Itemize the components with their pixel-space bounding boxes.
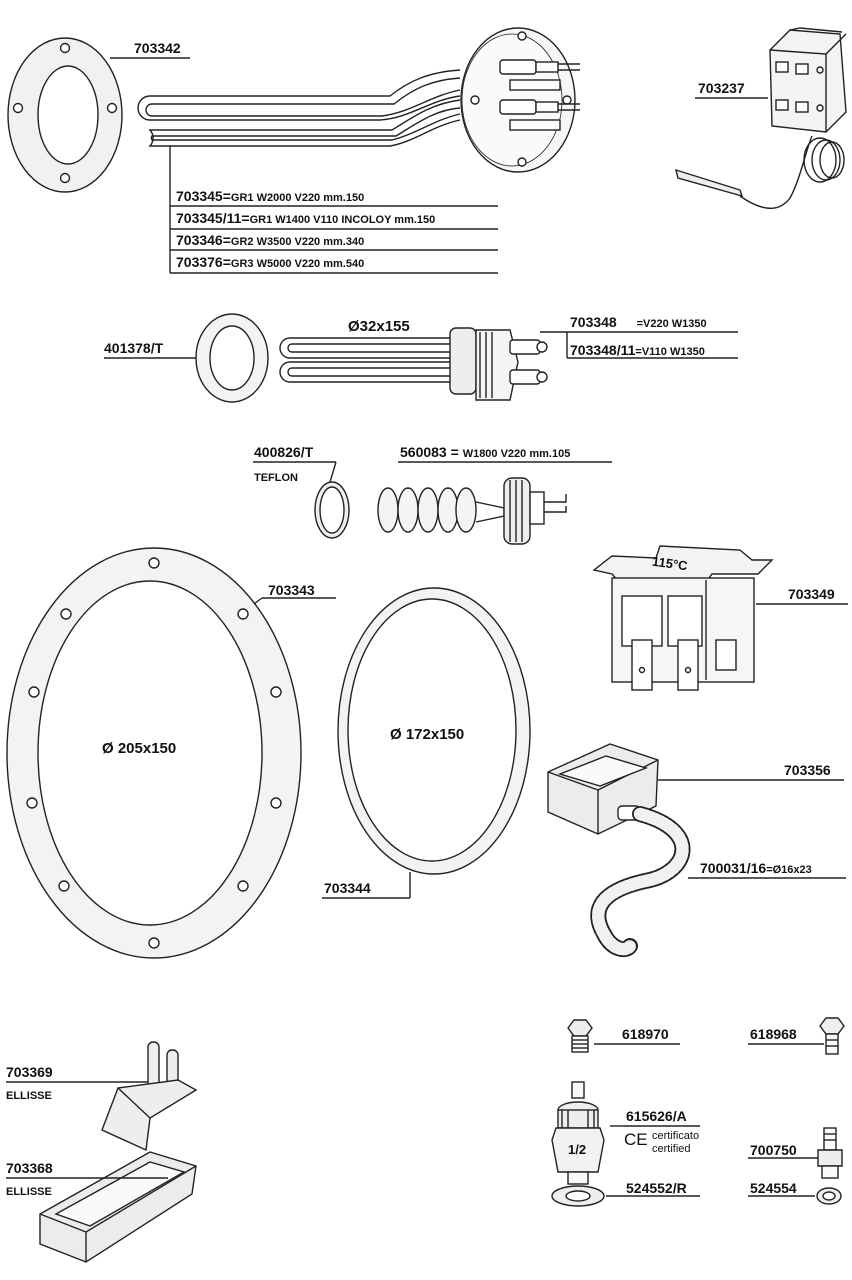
gasket-401378	[195, 313, 269, 403]
ce-mark: CE	[624, 1130, 648, 1149]
gasket-703343	[6, 547, 302, 959]
code-560083: 560083 =	[400, 444, 459, 460]
label-703369: 703369	[6, 1064, 53, 1080]
label-certified: certified	[652, 1143, 691, 1155]
label-703342: 703342	[134, 40, 181, 56]
fitting-700750	[817, 1127, 843, 1179]
hose-700031	[590, 806, 691, 958]
thermostat-703237	[675, 27, 847, 209]
washer-524554	[816, 1187, 842, 1205]
spec-text-3: GR2 W3500 V220 mm.340	[230, 236, 365, 248]
label-703356: 703356	[784, 762, 831, 778]
label-certificato: certificato	[652, 1130, 700, 1142]
label-703237: 703237	[698, 80, 745, 96]
label-ellisse-2: ELLISSE	[6, 1186, 52, 1198]
fitting-618968	[819, 1017, 845, 1055]
valve-615626	[551, 1081, 605, 1185]
label-703344: 703344	[324, 880, 371, 896]
washer-524552	[551, 1185, 605, 1207]
fitting-618970	[567, 1019, 593, 1053]
label-400826: 400826/T	[254, 444, 314, 460]
spec-row-2: 703345/11=GR1 W1400 V110 INCOLOY mm.150	[176, 210, 435, 228]
label-703348: 703348 =V220 W1350	[570, 314, 707, 332]
spec-row-4: 703376=GR3 W5000 V220 mm.540	[176, 254, 364, 272]
label-703368: 703368	[6, 1160, 53, 1176]
spec-700031: =Ø16x23	[766, 864, 812, 876]
label-615626: 615626/A	[626, 1108, 687, 1124]
spec-560083: W1800 V220 mm.105	[462, 448, 571, 460]
safety-thermostat-703349	[592, 545, 774, 691]
label-618970: 618970	[622, 1026, 669, 1042]
dim-172x150: Ø 172x150	[390, 726, 465, 743]
code-703348: 703348	[570, 314, 617, 330]
label-703343: 703343	[268, 582, 315, 598]
label-half-inch: 1/2	[568, 1142, 587, 1157]
tray-703368	[39, 1151, 197, 1263]
spec-code-3: 703346=	[176, 232, 231, 248]
spec-703348: =V220 W1350	[636, 318, 707, 330]
dim-205x150: Ø 205x150	[102, 740, 177, 757]
label-ellisse-1: ELLISSE	[6, 1090, 52, 1102]
spec-code-4: 703376=	[176, 254, 231, 270]
spec-text-2: GR1 W1400 V110 INCOLOY mm.150	[249, 214, 436, 226]
label-700750: 700750	[750, 1142, 797, 1158]
teflon-ring-400826	[314, 481, 350, 539]
gasket-703344	[337, 587, 531, 875]
spec-text-1: GR1 W2000 V220 mm.150	[230, 192, 365, 204]
heater-703345	[137, 27, 580, 173]
heater-703348	[279, 327, 548, 401]
code-703348-11: 703348/11	[570, 342, 636, 358]
label-703348-11: 703348/11=V110 W1350	[570, 342, 705, 360]
label-703349: 703349	[788, 586, 835, 602]
label-401378: 401378/T	[104, 340, 164, 356]
spec-row-1: 703345=GR1 W2000 V220 mm.150	[176, 188, 364, 206]
label-524554: 524554	[750, 1180, 797, 1196]
label-560083: 560083 = W1800 V220 mm.105	[400, 444, 570, 462]
bracket-703369	[101, 1041, 198, 1152]
label-618968: 618968	[750, 1026, 797, 1042]
gasket-703342	[7, 37, 123, 193]
coil-element-560083	[377, 477, 567, 545]
spec-703348-11: =V110 W1350	[635, 346, 705, 358]
spec-row-3: 703346=GR2 W3500 V220 mm.340	[176, 232, 364, 250]
spec-text-4: GR3 W5000 V220 mm.540	[230, 258, 365, 270]
label-700031: 700031/16=Ø16x23	[700, 860, 812, 878]
drip-tray-703356	[547, 743, 659, 835]
spec-code-1: 703345=	[176, 188, 231, 204]
label-teflon: TEFLON	[254, 472, 298, 484]
spec-code-2: 703345/11=	[176, 210, 250, 226]
code-700031: 700031/16	[700, 860, 767, 876]
label-524552: 524552/R	[626, 1180, 687, 1196]
dim-32x155: Ø32x155	[348, 318, 410, 335]
